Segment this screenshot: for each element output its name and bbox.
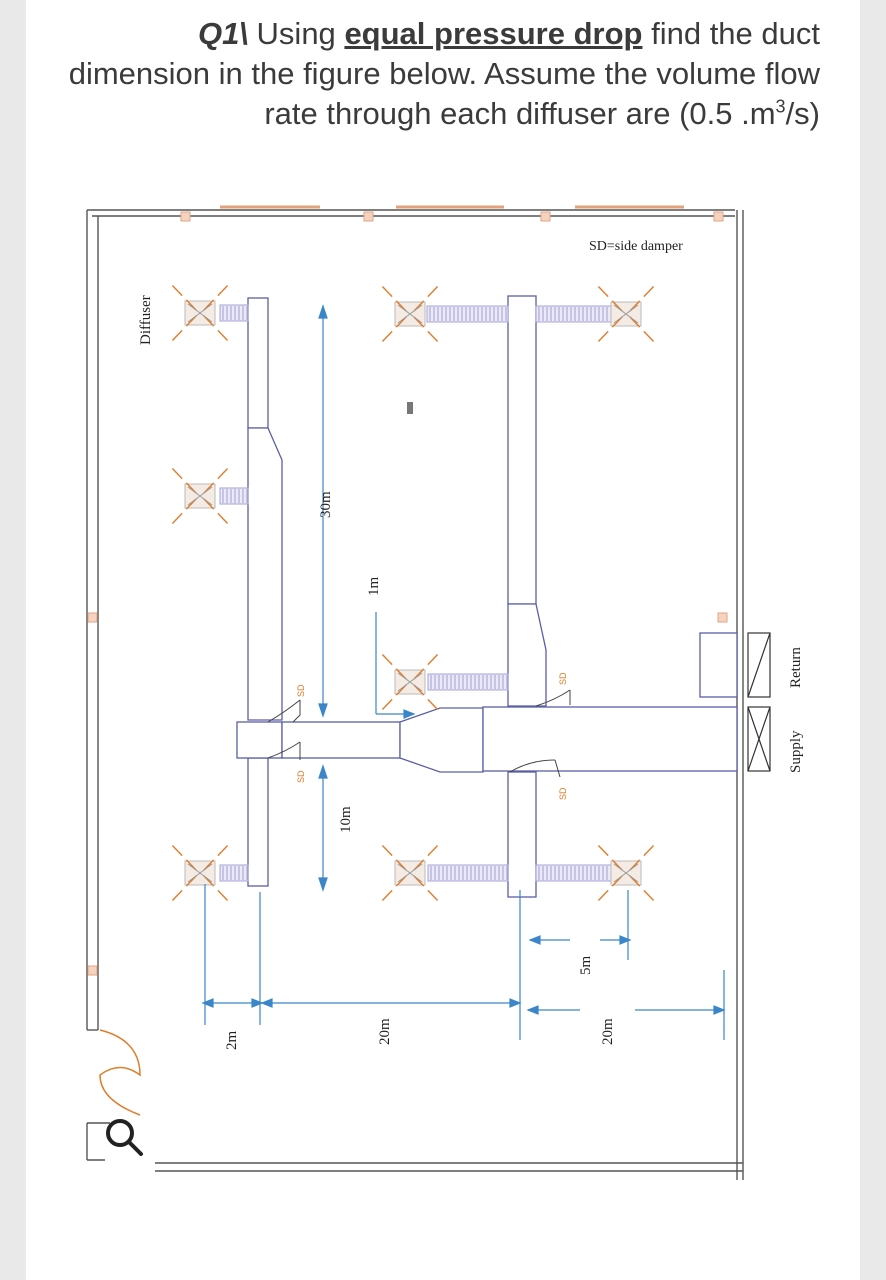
tick-marker xyxy=(407,402,413,414)
dim-5m: 5m xyxy=(578,956,594,976)
diffuser-1 xyxy=(169,282,231,344)
dim-1m: 1m xyxy=(366,577,382,597)
supply-label: Supply xyxy=(788,730,804,773)
question-units: /s) xyxy=(785,96,820,131)
dimension-labels: 30m 1m 10m 2m 20m 5m 20m xyxy=(224,491,616,1050)
sd-label-2: SD xyxy=(296,770,306,783)
dim-2m: 2m xyxy=(224,1031,240,1051)
dim-20m-right: 20m xyxy=(600,1018,616,1045)
question-text: Q1\ Using equal pressure drop find the d… xyxy=(60,14,820,134)
sd-label-4: SD xyxy=(558,787,568,800)
diffuser-label: Diffuser xyxy=(138,295,154,345)
column-markers xyxy=(87,211,728,976)
side-damper-labels: SD SD SD SD xyxy=(296,672,568,800)
building-walls xyxy=(86,209,744,1180)
sd-label-3: SD xyxy=(558,672,568,685)
sd-label-1: SD xyxy=(296,684,306,697)
legend-side-damper: SD=side damper xyxy=(589,239,683,254)
search-icon[interactable] xyxy=(106,1119,143,1156)
diffuser-5 xyxy=(379,651,441,713)
return-label: Return xyxy=(788,647,804,688)
question-text-after: find the duct dimension in the figure be… xyxy=(68,16,820,131)
ducts xyxy=(236,295,738,898)
supply-return-dampers xyxy=(747,632,771,772)
diffuser-3 xyxy=(169,842,231,904)
diffuser-4 xyxy=(379,283,441,345)
diffusers xyxy=(169,282,657,904)
dimension-lines xyxy=(201,304,726,1040)
flex-connector-ribs xyxy=(222,306,612,880)
door-swing xyxy=(99,1029,141,1116)
dim-20m-left: 20m xyxy=(377,1018,393,1045)
side-dampers xyxy=(267,689,571,778)
question-superscript: 3 xyxy=(775,96,786,117)
question-text-before: Using xyxy=(256,16,336,51)
diffuser-2 xyxy=(169,465,231,527)
dim-10m: 10m xyxy=(338,806,354,833)
question-number: Q1\ xyxy=(197,16,248,51)
question-emphasis: equal pressure drop xyxy=(344,16,643,51)
dim-30m: 30m xyxy=(318,491,334,518)
diffuser-8 xyxy=(595,842,657,904)
diffuser-7 xyxy=(595,283,657,345)
diffuser-6 xyxy=(379,842,441,904)
